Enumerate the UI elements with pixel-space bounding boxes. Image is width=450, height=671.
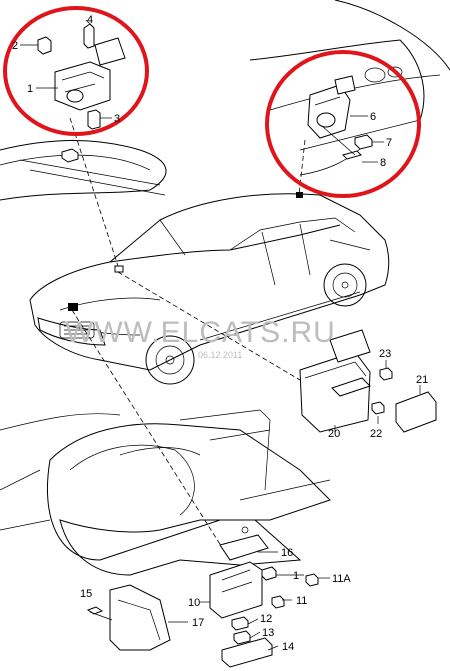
callout-15: 15 [80, 588, 92, 600]
trunk-panel [0, 409, 331, 668]
callout-10: 10 [188, 597, 200, 609]
rear-wheel [323, 263, 367, 307]
callout-16: 16 [281, 547, 293, 559]
callout-12: 12 [260, 613, 272, 625]
highlight-circle-right [265, 50, 421, 198]
watermark-text: WWW.ELCATS.RU [65, 316, 336, 349]
callout-21: 21 [416, 374, 428, 386]
detail-top-right [307, 75, 384, 163]
callout-14: 14 [282, 641, 294, 653]
callout-8: 8 [380, 157, 386, 169]
callout-6: 6 [370, 111, 376, 123]
front-wheel [145, 335, 195, 385]
highlight-circle-left [3, 6, 149, 136]
callout-13: 13 [262, 627, 274, 639]
callout-22: 22 [370, 428, 382, 440]
callout-20: 20 [328, 428, 340, 440]
callout-4: 4 [87, 14, 93, 26]
engine-bay-panel-left [0, 140, 167, 201]
detail-right-module [299, 329, 437, 433]
callout-3: 3 [114, 113, 120, 125]
callout-23: 23 [379, 348, 391, 360]
callout-2: 2 [12, 40, 18, 52]
callout-11a: 11A [332, 573, 351, 585]
callout-11: 11 [296, 595, 307, 607]
front-grille [59, 321, 95, 339]
callout-7: 7 [386, 137, 392, 149]
callout-17: 17 [192, 617, 204, 629]
callout-1-lower: 1 [293, 570, 299, 582]
watermark-date: 06.12.2011 [198, 350, 242, 360]
callout-1: 1 [27, 83, 33, 95]
leader-lines [69, 117, 306, 561]
callout-labels: 4 2 1 3 6 7 8 23 21 20 22 16 1 11A 15 10… [12, 14, 428, 653]
car-illustration [29, 192, 390, 385]
detail-top-left [20, 19, 126, 130]
